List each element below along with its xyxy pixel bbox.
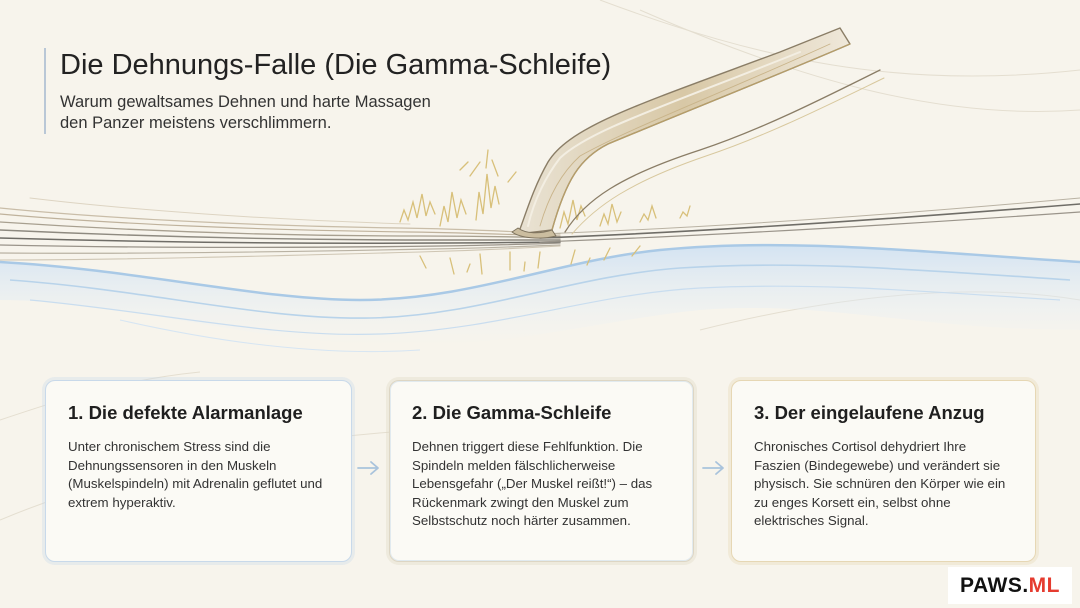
page-subtitle: Warum gewaltsames Dehnen und harte Massa…	[60, 93, 431, 132]
arrow-right-icon	[357, 461, 379, 475]
water-wave	[0, 243, 1080, 353]
card-title: 1. Die defekte Alarmanlage	[68, 402, 303, 423]
stretching-tool	[511, 27, 885, 239]
card-title: 2. Die Gamma-Schleife	[412, 402, 612, 423]
alarm-sparks	[399, 149, 691, 275]
brand-accent: ML	[1028, 574, 1060, 597]
header: Die Dehnungs-Falle (Die Gamma-Schleife) …	[44, 48, 611, 134]
card-body: Unter chronischem Stress sind die Dehnun…	[68, 439, 323, 510]
card-gamma-schleife: 2. Die Gamma-Schleife Dehnen triggert di…	[389, 380, 694, 562]
card-title: 3. Der eingelaufene Anzug	[754, 402, 985, 423]
muscle-fibers	[0, 197, 1080, 261]
card-defekte-alarmanlage: 1. Die defekte Alarmanlage Unter chronis…	[45, 380, 352, 562]
card-body: Chronisches Cortisol dehydriert Ihre Fas…	[754, 439, 1006, 529]
card-eingelaufener-anzug: 3. Der eingelaufene Anzug Chronisches Co…	[731, 380, 1036, 562]
brand-logo: PAWS.ML	[948, 567, 1072, 604]
brand-main: PAWS.	[960, 574, 1029, 597]
page-title: Die Dehnungs-Falle (Die Gamma-Schleife)	[60, 49, 612, 81]
arrow-right-icon	[702, 461, 724, 475]
card-body: Dehnen triggert diese Fehlfunktion. Die …	[412, 439, 653, 529]
